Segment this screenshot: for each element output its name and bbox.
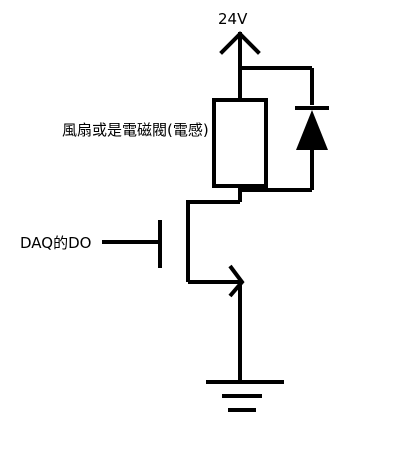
load-return-wire: [188, 186, 312, 204]
supply-label: 24V: [218, 10, 248, 28]
ground-symbol-icon: [206, 380, 284, 412]
flyback-diode-icon: [295, 106, 329, 190]
top-rail-wire: [240, 66, 314, 105]
load-box: [212, 98, 268, 188]
load-label: 風扇或是電磁閥(電感): [62, 121, 209, 139]
input-label: DAQ的DO: [20, 234, 91, 252]
transistor-switch-icon: [102, 200, 245, 380]
